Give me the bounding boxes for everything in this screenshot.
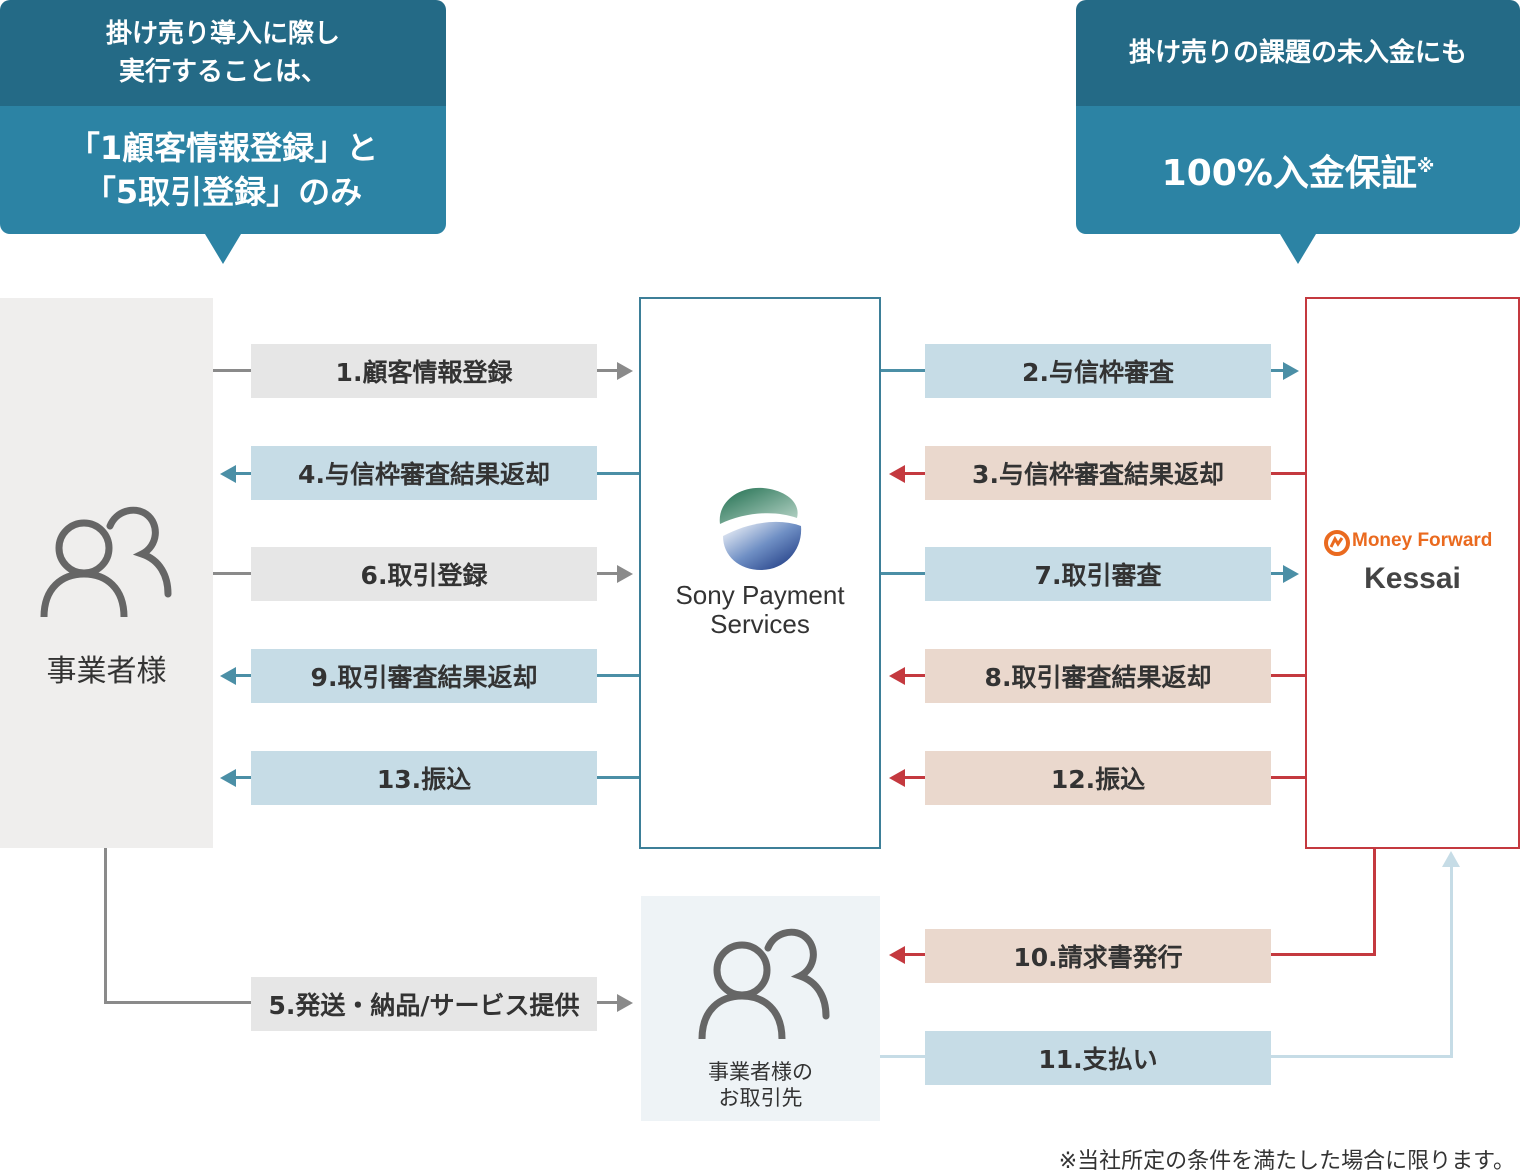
right-callout-header: 掛け売りの課題の未入金にも [1076, 0, 1520, 106]
client-label-line2: お取引先 [718, 1086, 803, 1110]
mf-logo-brand: Money Forward [1352, 530, 1493, 551]
left-callout-header-line1: 掛け売り導入に際し [105, 19, 340, 49]
merchant-label: 事業者様 [46, 654, 167, 689]
arrowhead-s6 [617, 565, 633, 583]
connector-s6-start [213, 572, 251, 575]
arrowhead-s10 [889, 946, 905, 964]
guarantee-text: 100%入金保証 [1161, 152, 1417, 194]
connector-s9-start [236, 674, 251, 677]
connector-s6-end [597, 572, 617, 575]
step-7-transaction-review: 7.取引審査 [925, 547, 1271, 601]
step-5-shipping-delivery: 5.発送・納品/サービス提供 [251, 977, 597, 1031]
mf-box [1305, 297, 1520, 849]
arrowhead-s8 [889, 667, 905, 685]
sps-logo-line1: Sony Payment [675, 580, 845, 610]
step-13-transfer: 13.振込 [251, 751, 597, 805]
left-callout-main-line1: 「1顧客情報登録」と [67, 129, 379, 167]
connector-s5-end [597, 1001, 617, 1004]
merchant-box [0, 298, 213, 848]
connector-s8-end [1271, 674, 1305, 677]
client-people-icon [698, 928, 830, 1040]
connector-s7-start [881, 572, 925, 575]
connector-s4-end [597, 472, 639, 475]
connector-s12-end [1271, 776, 1305, 779]
step-6-transaction-registration: 6.取引登録 [251, 547, 597, 601]
footnote: ※当社所定の条件を満たした場合に限ります。 [1058, 1149, 1515, 1174]
step-4-credit-result-return: 4.与信枠審査結果返却 [251, 446, 597, 500]
connector-s11-start [880, 1055, 925, 1058]
connector-s4-start [236, 472, 251, 475]
step-8-transaction-result-return: 8.取引審査結果返却 [925, 649, 1271, 703]
connector-s1-end [597, 369, 617, 372]
connector-s10-vertical [1373, 849, 1376, 956]
arrowhead-s9 [220, 667, 236, 685]
connector-s8-start [905, 674, 925, 677]
connector-s1-start [213, 369, 251, 372]
connector-s3-end [1271, 472, 1305, 475]
right-callout-main-text: 100%入金保証※ [1162, 145, 1435, 196]
sps-logo-line2: Services [710, 609, 810, 639]
sps-box [639, 297, 881, 849]
connector-s5-horizontal [104, 1001, 251, 1004]
connector-s12-start [905, 776, 925, 779]
client-label-line1: 事業者様の [708, 1060, 813, 1084]
arrowhead-s3 [889, 465, 905, 483]
arrowhead-s12 [889, 769, 905, 787]
step-12-transfer: 12.振込 [925, 751, 1271, 805]
connector-s13-end [597, 776, 639, 779]
step-3-credit-result-return: 3.与信枠審査結果返却 [925, 446, 1271, 500]
right-callout-header-line1: 掛け売りの課題の未入金にも [1128, 38, 1467, 68]
arrowhead-s1 [617, 362, 633, 380]
sps-globe-logo-icon [719, 487, 802, 570]
step-2-credit-review: 2.与信枠審査 [925, 344, 1271, 398]
arrowhead-s2 [1283, 362, 1299, 380]
arrowhead-s7 [1283, 565, 1299, 583]
arrowhead-s13 [220, 769, 236, 787]
step-11-payment: 11.支払い [925, 1031, 1271, 1085]
connector-s10-horizontal [1271, 953, 1376, 956]
step-9-transaction-result-return: 9.取引審査結果返却 [251, 649, 597, 703]
connector-s11-horizontal [1271, 1055, 1453, 1058]
arrowhead-s11 [1442, 851, 1460, 867]
merchant-people-icon [40, 506, 172, 618]
step-1-customer-registration: 1.顧客情報登録 [251, 344, 597, 398]
connector-s2-end [1271, 369, 1283, 372]
connector-s7-end [1271, 572, 1283, 575]
mf-logo-product: Kessai [1364, 562, 1461, 595]
step-10-invoice-issue: 10.請求書発行 [925, 929, 1271, 983]
left-callout-pointer [205, 234, 241, 264]
connector-s13-start [236, 776, 251, 779]
connector-s10-end [905, 953, 925, 956]
guarantee-footnote-mark: ※ [1416, 155, 1435, 177]
arrowhead-s4 [220, 465, 236, 483]
client-box [641, 896, 880, 1121]
left-callout-header-line2: 実行することは、 [118, 57, 327, 87]
left-callout-header: 掛け売り導入に際し 実行することは、 [0, 0, 446, 106]
connector-s9-end [597, 674, 639, 677]
arrowhead-s5 [617, 994, 633, 1012]
connector-s11-vertical [1450, 866, 1453, 1058]
right-callout-pointer [1280, 234, 1316, 264]
left-callout-main-line2: 「5取引登録」のみ [83, 173, 363, 211]
connector-s3-start [905, 472, 925, 475]
right-callout-main: 100%入金保証※ [1076, 106, 1520, 234]
connector-s2-start [881, 369, 925, 372]
left-callout-main: 「1顧客情報登録」と 「5取引登録」のみ [0, 106, 446, 234]
money-forward-logo-icon [1324, 530, 1350, 556]
connector-s5-vertical [104, 848, 107, 1004]
